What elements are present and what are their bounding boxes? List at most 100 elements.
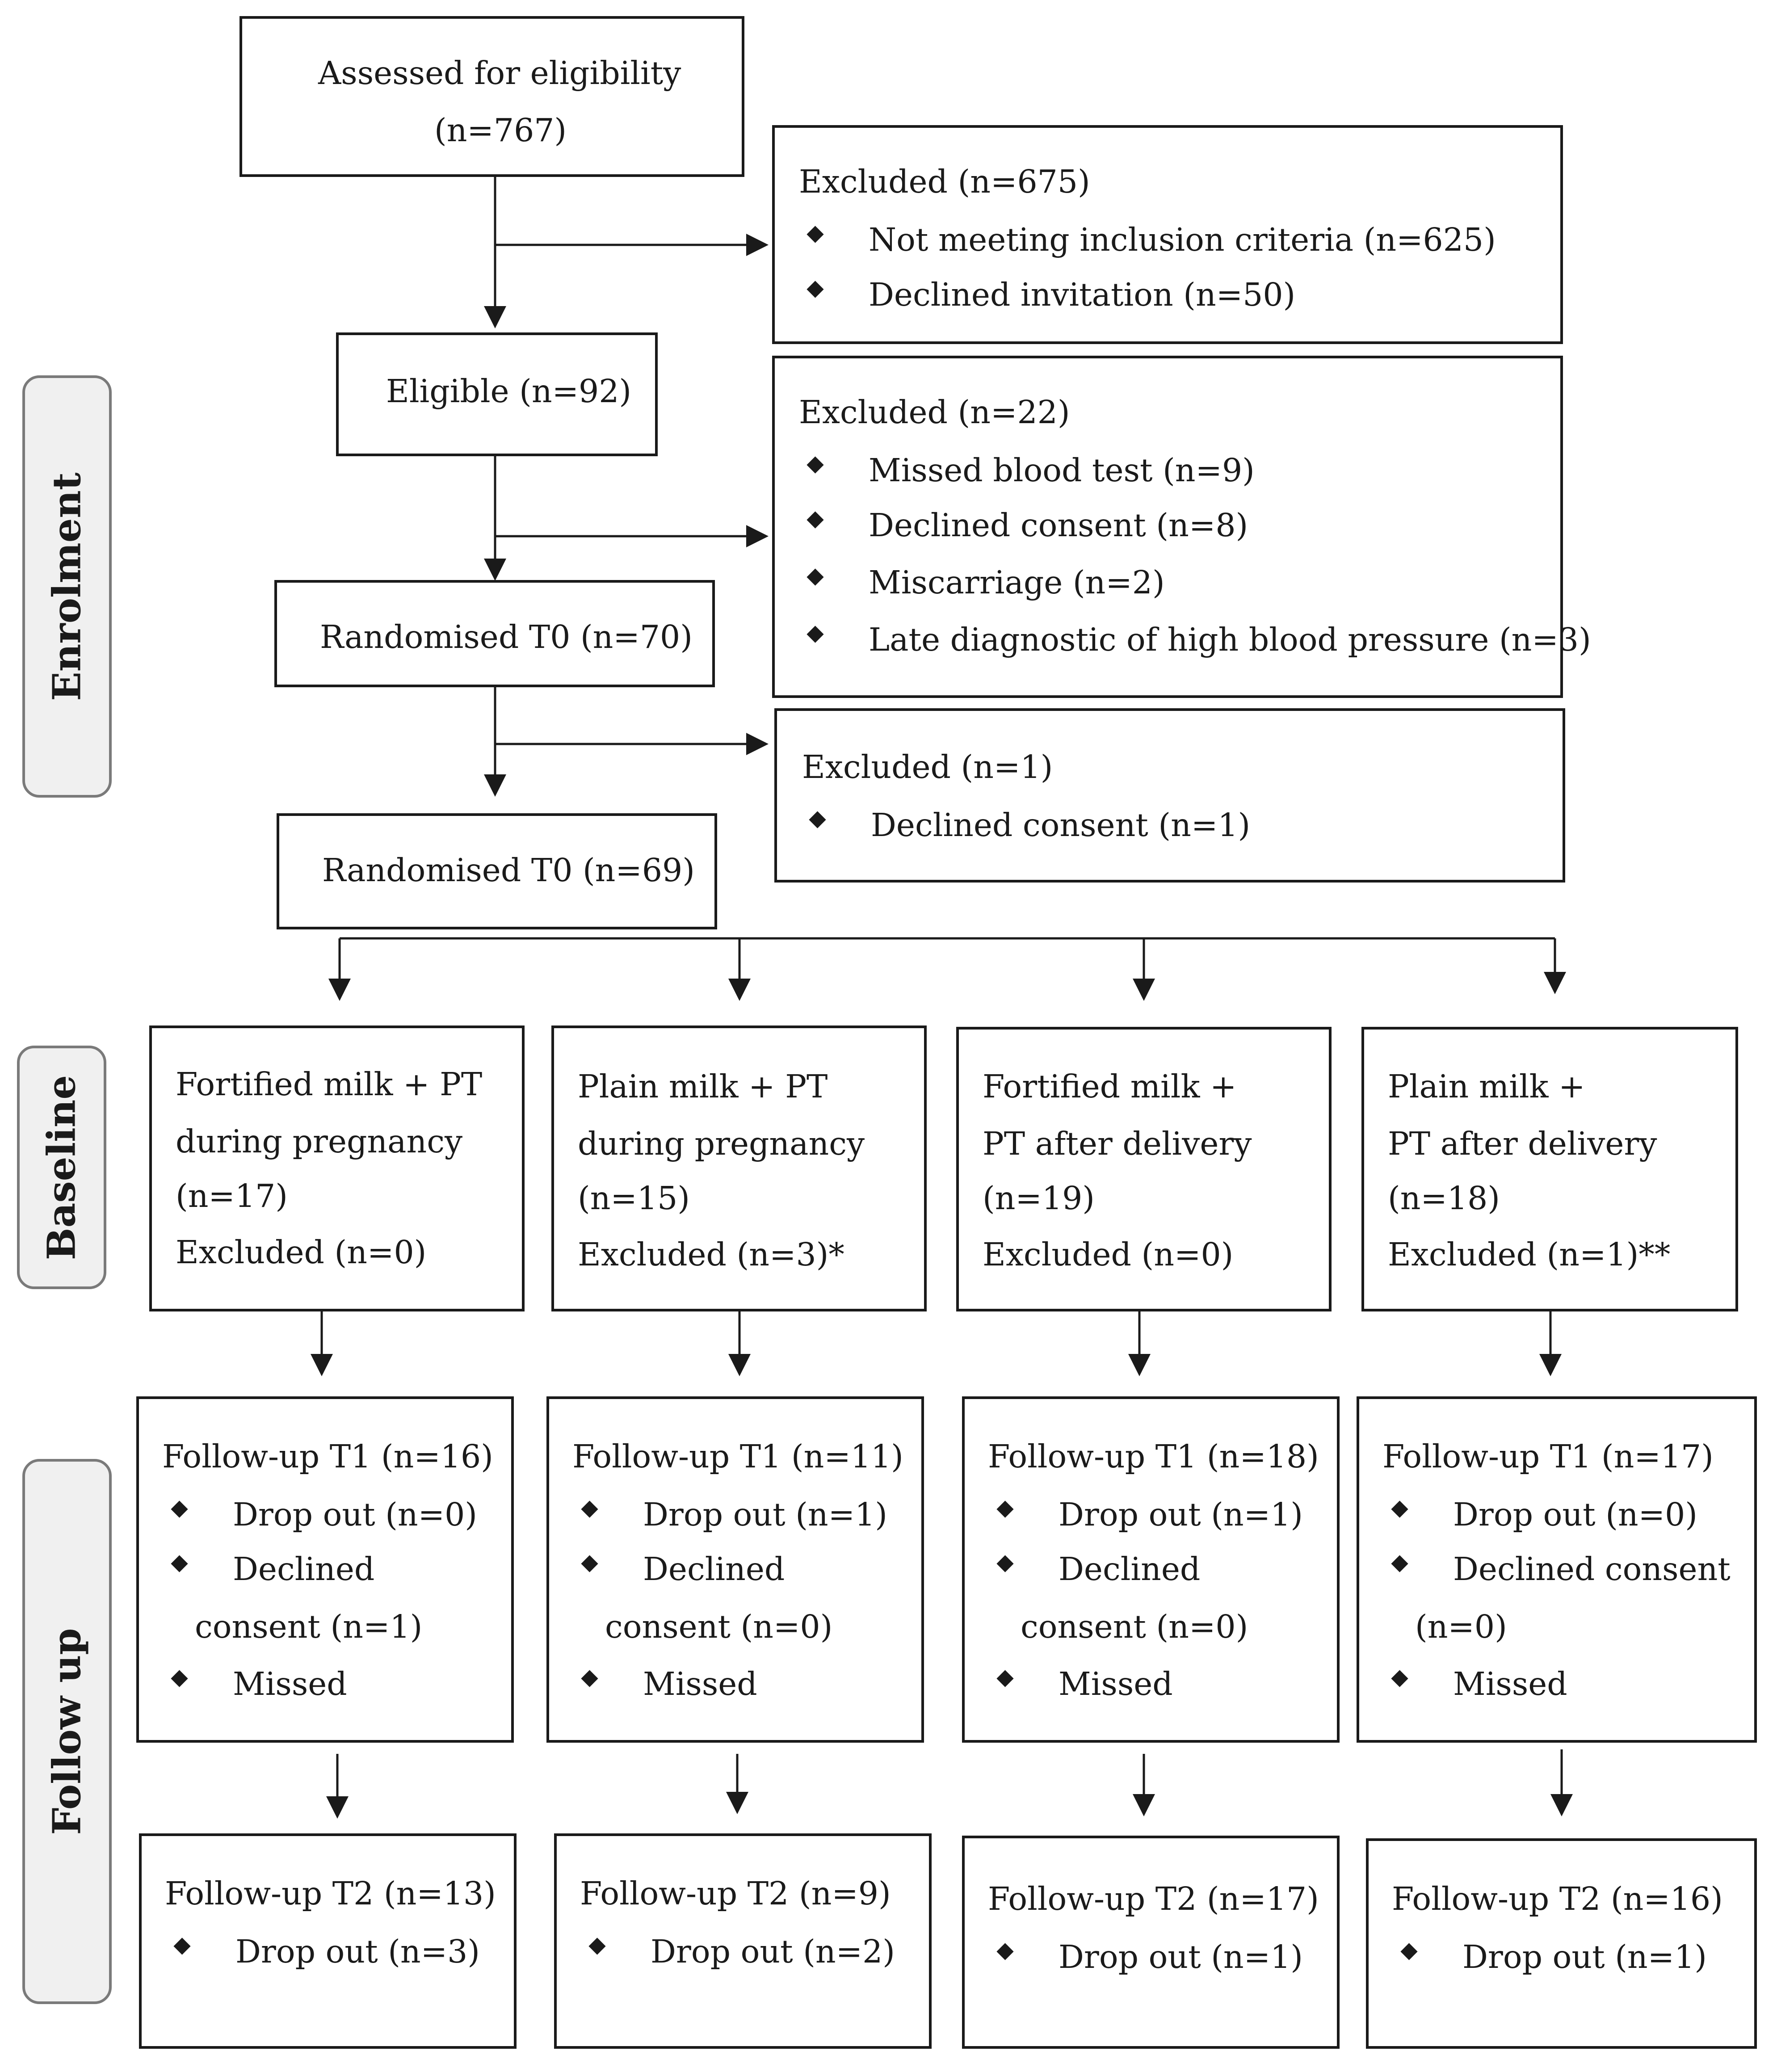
section-label-baseline: Baseline (17, 1046, 106, 1289)
baseline-line: during pregnancy (176, 1123, 463, 1160)
t1-declined-count: consent (n=0) (605, 1608, 833, 1645)
eligible-title: Eligible (n=92) (386, 373, 632, 410)
randomised-box-1: Randomised T0 (n=70) (274, 580, 715, 687)
t2-box-group-3: Follow-up T2 (n=17) Drop out (n=1) (962, 1836, 1340, 2049)
randomised-box-2: Randomised T0 (n=69) (277, 813, 717, 929)
bullet-icon (807, 568, 824, 586)
section-label-enrolment-text: Enrolment (44, 472, 90, 701)
bullet-icon (581, 1500, 598, 1518)
excluded-2-item: Declined consent (n=8) (869, 507, 1248, 544)
assessed-title: Assessed for eligibility (318, 55, 681, 92)
t2-dropout: Drop out (n=1) (1462, 1938, 1707, 1975)
t1-declined: Declined (233, 1551, 375, 1588)
bullet-icon (807, 626, 824, 643)
section-label-follow-up-text: Follow up (44, 1628, 90, 1835)
excluded-box-1: Excluded (n=675) Not meeting inclusion c… (772, 125, 1563, 344)
baseline-line: during pregnancy (578, 1125, 865, 1162)
randomised-2-title: Randomised T0 (n=69) (322, 852, 695, 889)
bullet-icon (1391, 1670, 1408, 1687)
baseline-line: Excluded (n=3)* (578, 1236, 844, 1273)
excluded-box-2: Excluded (n=22) Missed blood test (n=9) … (772, 356, 1591, 698)
t1-declined: Declined (1059, 1551, 1201, 1588)
bullet-icon (1391, 1500, 1408, 1518)
excluded-2-item: Missed blood test (n=9) (869, 452, 1255, 489)
baseline-box-group-2: Plain milk + PT during pregnancy (n=15) … (551, 1025, 927, 1311)
t2-box-group-1: Follow-up T2 (n=13) Drop out (n=3) (139, 1833, 517, 2049)
t1-declined-count: (n=0) (1415, 1608, 1507, 1645)
bullet-icon (588, 1938, 606, 1955)
t1-title: Follow-up T1 (n=16) (162, 1438, 493, 1475)
t2-box-group-4: Follow-up T2 (n=16) Drop out (n=1) (1366, 1838, 1757, 2049)
t1-box-group-4: Follow-up T1 (n=17) Drop out (n=0) Decli… (1357, 1396, 1757, 1743)
baseline-line: Plain milk + (1388, 1068, 1585, 1105)
excluded-2-title: Excluded (n=22) (799, 394, 1070, 431)
section-label-enrolment: Enrolment (22, 375, 112, 798)
t2-dropout: Drop out (n=2) (651, 1933, 895, 1970)
baseline-line: Fortified milk + PT (176, 1066, 483, 1103)
t2-dropout: Drop out (n=1) (1059, 1938, 1303, 1975)
bullet-icon (171, 1500, 188, 1518)
t1-title: Follow-up T1 (n=17) (1382, 1438, 1714, 1475)
eligible-box: Eligible (n=92) (336, 332, 658, 456)
bullet-icon (807, 281, 824, 298)
t1-dropout: Drop out (n=1) (1059, 1496, 1303, 1533)
t1-declined-count: consent (n=0) (1021, 1608, 1248, 1645)
bullet-icon (809, 811, 826, 828)
baseline-line: Excluded (n=0) (983, 1236, 1234, 1273)
t1-missed: Missed (1453, 1665, 1567, 1702)
baseline-line: (n=18) (1388, 1180, 1500, 1217)
assessed-box: Assessed for eligibility (n=767) (239, 16, 744, 177)
bullet-icon (996, 1500, 1014, 1518)
bullet-icon (1391, 1555, 1408, 1572)
baseline-line: Excluded (n=0) (176, 1234, 427, 1271)
baseline-line: PT after delivery (983, 1125, 1252, 1162)
baseline-line: Excluded (n=1)** (1388, 1236, 1671, 1273)
bullet-icon (581, 1670, 598, 1687)
t1-declined: Declined consent (1453, 1551, 1731, 1588)
t1-missed: Missed (233, 1665, 347, 1702)
bullet-icon (581, 1555, 598, 1572)
baseline-line: (n=17) (176, 1177, 288, 1215)
t1-declined: Declined (643, 1551, 785, 1588)
bullet-icon (807, 511, 824, 529)
t1-declined-count: consent (n=1) (195, 1608, 423, 1645)
baseline-line: Plain milk + PT (578, 1068, 828, 1105)
t1-box-group-1: Follow-up T1 (n=16) Drop out (n=0) Decli… (136, 1396, 514, 1743)
t1-box-group-2: Follow-up T1 (n=11) Drop out (n=1) Decli… (546, 1396, 924, 1743)
t1-box-group-3: Follow-up T1 (n=18) Drop out (n=1) Decli… (962, 1396, 1340, 1743)
bullet-icon (996, 1943, 1014, 1960)
section-label-follow-up: Follow up (22, 1459, 112, 2004)
t1-missed: Missed (643, 1665, 757, 1702)
baseline-line: PT after delivery (1388, 1125, 1657, 1162)
bullet-icon (171, 1555, 188, 1572)
t2-dropout: Drop out (n=3) (235, 1933, 480, 1970)
excluded-2-item: Late diagnostic of high blood pressure (… (869, 621, 1591, 658)
excluded-1-item: Not meeting inclusion criteria (n=625) (869, 221, 1496, 258)
assessed-count: (n=767) (434, 112, 567, 149)
t1-title: Follow-up T1 (n=18) (988, 1438, 1319, 1475)
bullet-icon (173, 1938, 191, 1955)
bullet-icon (807, 456, 824, 474)
bullet-icon (807, 226, 824, 243)
excluded-3-title: Excluded (n=1) (802, 748, 1053, 786)
bullet-icon (996, 1670, 1014, 1687)
t1-title: Follow-up T1 (n=11) (572, 1438, 903, 1475)
excluded-box-3: Excluded (n=1) Declined consent (n=1) (774, 708, 1565, 883)
t2-title: Follow-up T2 (n=9) (580, 1875, 891, 1912)
t2-box-group-2: Follow-up T2 (n=9) Drop out (n=2) (554, 1833, 932, 2049)
bullet-icon (1400, 1943, 1418, 1960)
baseline-box-group-4: Plain milk + PT after delivery (n=18) Ex… (1361, 1027, 1738, 1311)
t1-dropout: Drop out (n=0) (1453, 1496, 1697, 1533)
excluded-2-item: Miscarriage (n=2) (869, 564, 1165, 601)
excluded-1-title: Excluded (n=675) (799, 163, 1090, 200)
section-label-baseline-text: Baseline (39, 1075, 84, 1260)
t2-title: Follow-up T2 (n=17) (988, 1880, 1319, 1917)
bullet-icon (996, 1555, 1014, 1572)
t2-title: Follow-up T2 (n=16) (1392, 1880, 1723, 1917)
t1-dropout: Drop out (n=1) (643, 1496, 887, 1533)
baseline-line: (n=19) (983, 1180, 1095, 1217)
excluded-1-item: Declined invitation (n=50) (869, 276, 1296, 313)
baseline-line: (n=15) (578, 1180, 690, 1217)
t1-dropout: Drop out (n=0) (233, 1496, 477, 1533)
